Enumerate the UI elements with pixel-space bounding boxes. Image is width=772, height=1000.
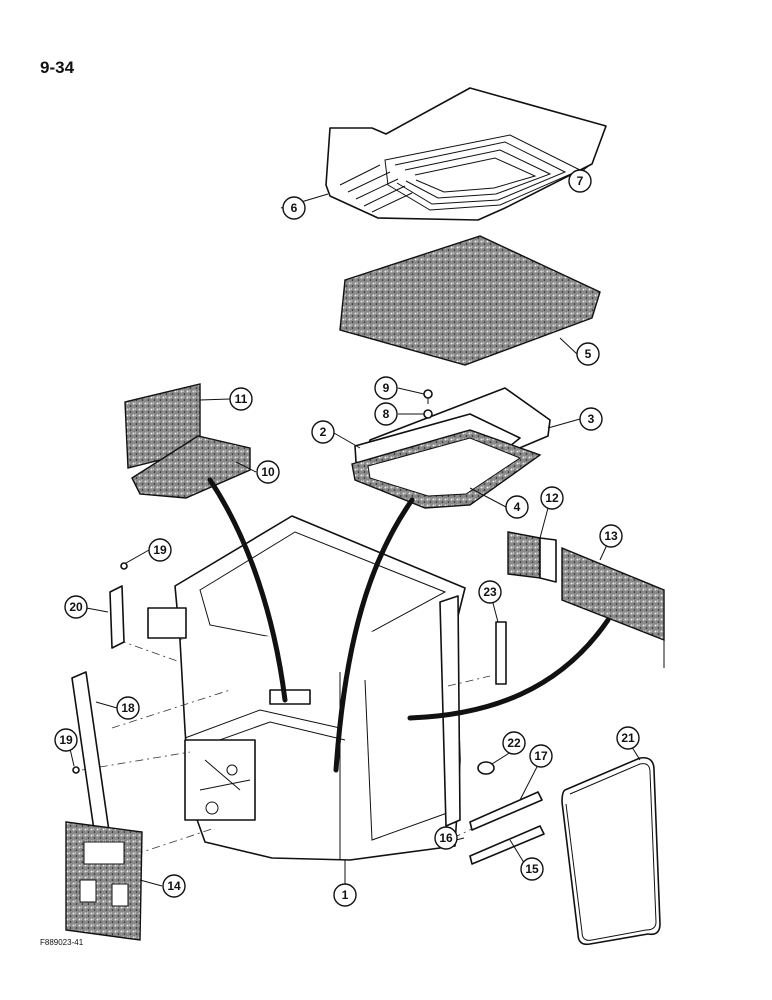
window-seal-21 — [561, 756, 661, 946]
callout-4: 4 — [505, 495, 529, 519]
callout-label: 4 — [514, 500, 521, 514]
hose-right — [407, 617, 611, 721]
callout-label: 11 — [235, 392, 248, 406]
callout-label: 1 — [342, 888, 349, 902]
panel-12 — [507, 531, 541, 579]
strip-18 — [71, 671, 111, 845]
insulation-pad-5 — [339, 235, 601, 366]
cab-frame-1 — [147, 515, 466, 861]
callout-14: 14 — [162, 874, 186, 898]
callout-label: 9 — [383, 381, 390, 395]
callout-13: 13 — [599, 524, 623, 548]
callout-17: 17 — [529, 744, 553, 768]
callout-9: 9 — [374, 376, 398, 400]
trim-strip-15 — [469, 825, 545, 865]
callout-label: 16 — [439, 831, 453, 845]
callout-6: 6 — [282, 196, 306, 220]
callout-label: 22 — [507, 736, 521, 750]
panel-13 — [561, 546, 665, 642]
callout-2: 2 — [311, 420, 335, 444]
callout-16: 16 — [434, 826, 458, 850]
callout-21: 21 — [616, 726, 640, 750]
panel-10 — [131, 435, 251, 499]
floor-mat-assembly — [325, 87, 607, 221]
trim-strip-17 — [469, 791, 543, 831]
callout-label: 13 — [604, 529, 618, 543]
callout-label: 17 — [534, 749, 548, 763]
callout-22: 22 — [502, 731, 526, 755]
callout-label: 18 — [121, 701, 135, 715]
callout-3: 3 — [579, 407, 603, 431]
grommet-22 — [477, 761, 495, 775]
callout-label: 20 — [69, 600, 83, 614]
page-number: 9-34 — [40, 58, 75, 77]
callout-7: 7 — [568, 169, 592, 193]
strip-20 — [109, 585, 125, 649]
callout-label: 10 — [261, 465, 275, 479]
callout-label: 19 — [153, 543, 167, 557]
callout-12: 12 — [540, 486, 564, 510]
callout-19-top: 19 — [148, 538, 172, 562]
figure-code: F889023-41 — [40, 938, 84, 947]
callout-label: 7 — [577, 174, 584, 188]
hose-center — [333, 497, 415, 773]
callout-label: 2 — [320, 425, 327, 439]
callout-19-bottom: 19 — [54, 728, 78, 752]
callout-18: 18 — [116, 696, 140, 720]
callout-8: 8 — [374, 402, 398, 426]
callout-label: 5 — [585, 347, 592, 361]
callout-label: 12 — [545, 491, 559, 505]
callout-label: 3 — [588, 412, 595, 426]
callout-label: 6 — [291, 201, 298, 215]
callout-20: 20 — [64, 595, 88, 619]
callout-label: 21 — [621, 731, 635, 745]
callout-23: 23 — [478, 580, 502, 604]
callout-label: 15 — [525, 862, 539, 876]
callout-label: 14 — [167, 879, 181, 893]
callout-15: 15 — [520, 857, 544, 881]
callout-5: 5 — [576, 342, 600, 366]
callout-label: 23 — [483, 585, 497, 599]
callout-1: 1 — [333, 883, 357, 907]
panel-14 — [65, 821, 143, 941]
hose-left — [207, 477, 288, 703]
callout-label: 8 — [383, 407, 390, 421]
callout-10: 10 — [256, 460, 280, 484]
callout-11: 11 — [229, 387, 253, 411]
callout-label: 19 — [59, 733, 73, 747]
strip-23 — [495, 621, 507, 685]
